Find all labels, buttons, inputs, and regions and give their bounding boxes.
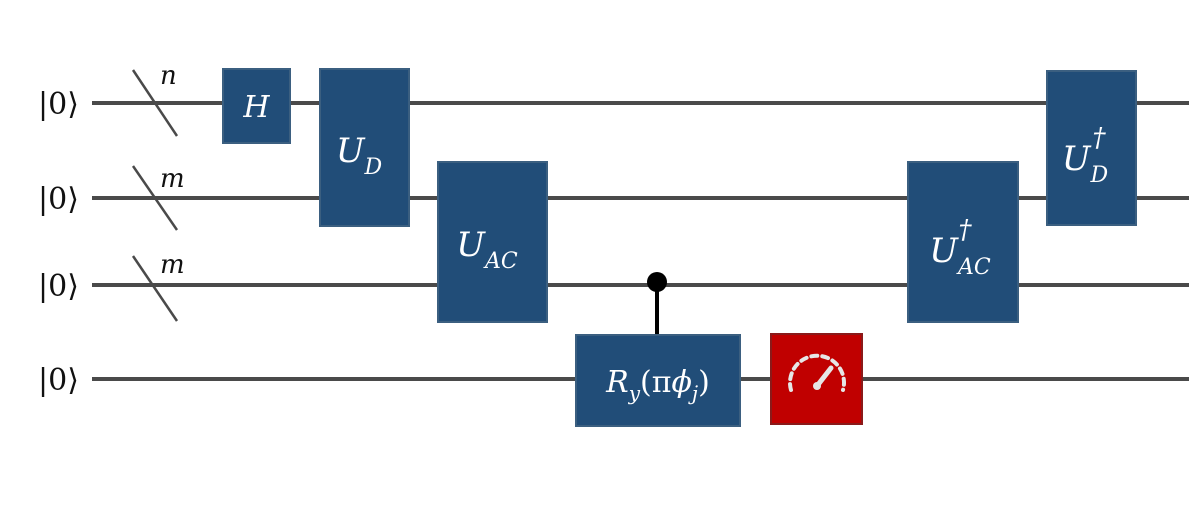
ket-labels: |0⟩ |0⟩ |0⟩ |0⟩ xyxy=(38,87,79,398)
ket-label-3: |0⟩ xyxy=(38,269,79,304)
register-slash-1 xyxy=(131,69,179,137)
register-size-3: m xyxy=(160,250,185,280)
register-size-1: n xyxy=(160,61,177,91)
ud-dagger-symbol: † xyxy=(1093,123,1107,153)
ud-dagger-gate: UD † xyxy=(1046,70,1137,226)
register-slash-2 xyxy=(131,165,179,231)
ud-dagger-gate-label: UD xyxy=(1062,139,1109,188)
controlled-ry-gate: Ry(πϕj) xyxy=(575,272,741,427)
ud-gate: UD xyxy=(319,68,410,227)
ry-gate-label: Ry(πϕj) xyxy=(605,365,710,405)
ket-label-1: |0⟩ xyxy=(38,87,79,122)
ud-gate-label: UD xyxy=(336,131,383,180)
ket-label-4: |0⟩ xyxy=(38,363,79,398)
control-dot xyxy=(647,272,667,292)
uac-dagger-gate: UAC † xyxy=(907,161,1019,323)
uac-dagger-symbol: † xyxy=(959,215,973,245)
register-slashes: n m m xyxy=(131,61,185,322)
register-slash-3 xyxy=(131,255,179,322)
ket-label-2: |0⟩ xyxy=(38,182,79,217)
register-size-2: m xyxy=(160,164,185,194)
meter-icon xyxy=(788,353,846,392)
uac-gate-label: UAC xyxy=(456,225,518,274)
measurement-box xyxy=(770,333,863,425)
h-gate: H xyxy=(222,68,291,144)
uac-gate: UAC xyxy=(437,161,548,323)
uac-dagger-gate-label: UAC xyxy=(929,231,991,280)
h-gate-label: H xyxy=(242,90,270,125)
